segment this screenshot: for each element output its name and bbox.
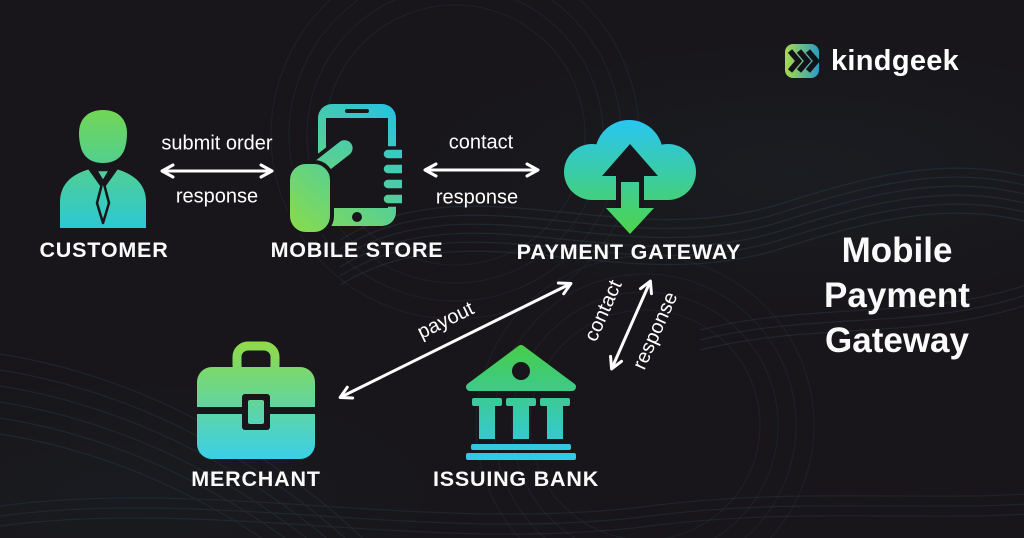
kindgeek-logo-icon [785, 44, 819, 78]
arrow-bank-gateway [609, 279, 653, 371]
merchant-label: MERCHANT [191, 467, 321, 491]
payment-gateway-label: PAYMENT GATEWAY [516, 240, 742, 264]
edge-label-submit-order: submit order [161, 132, 273, 155]
payment-gateway-icon [564, 120, 696, 234]
edge-label-response-1: response [175, 185, 259, 208]
mobile-store-label: MOBILE STORE [270, 238, 444, 262]
kindgeek-logo: kindgeek [784, 43, 959, 79]
arrow-merchant-gateway [338, 281, 573, 400]
edge-label-contact-1: contact [448, 131, 514, 154]
title-line-2: Payment [824, 276, 970, 315]
poster-title: Mobile Payment Gateway [812, 228, 982, 363]
customer-icon [60, 110, 146, 228]
merchant-icon [197, 341, 315, 459]
customer-label: CUSTOMER [39, 238, 169, 262]
title-line-3: Gateway [825, 321, 969, 360]
mobile-store-icon [288, 104, 402, 234]
issuing-bank-icon [466, 345, 576, 460]
edge-label-response-2: response [435, 186, 519, 209]
issuing-bank-label: ISSUING BANK [432, 467, 600, 491]
kindgeek-logo-text: kindgeek [831, 44, 960, 77]
title-line-1: Mobile [841, 231, 953, 270]
